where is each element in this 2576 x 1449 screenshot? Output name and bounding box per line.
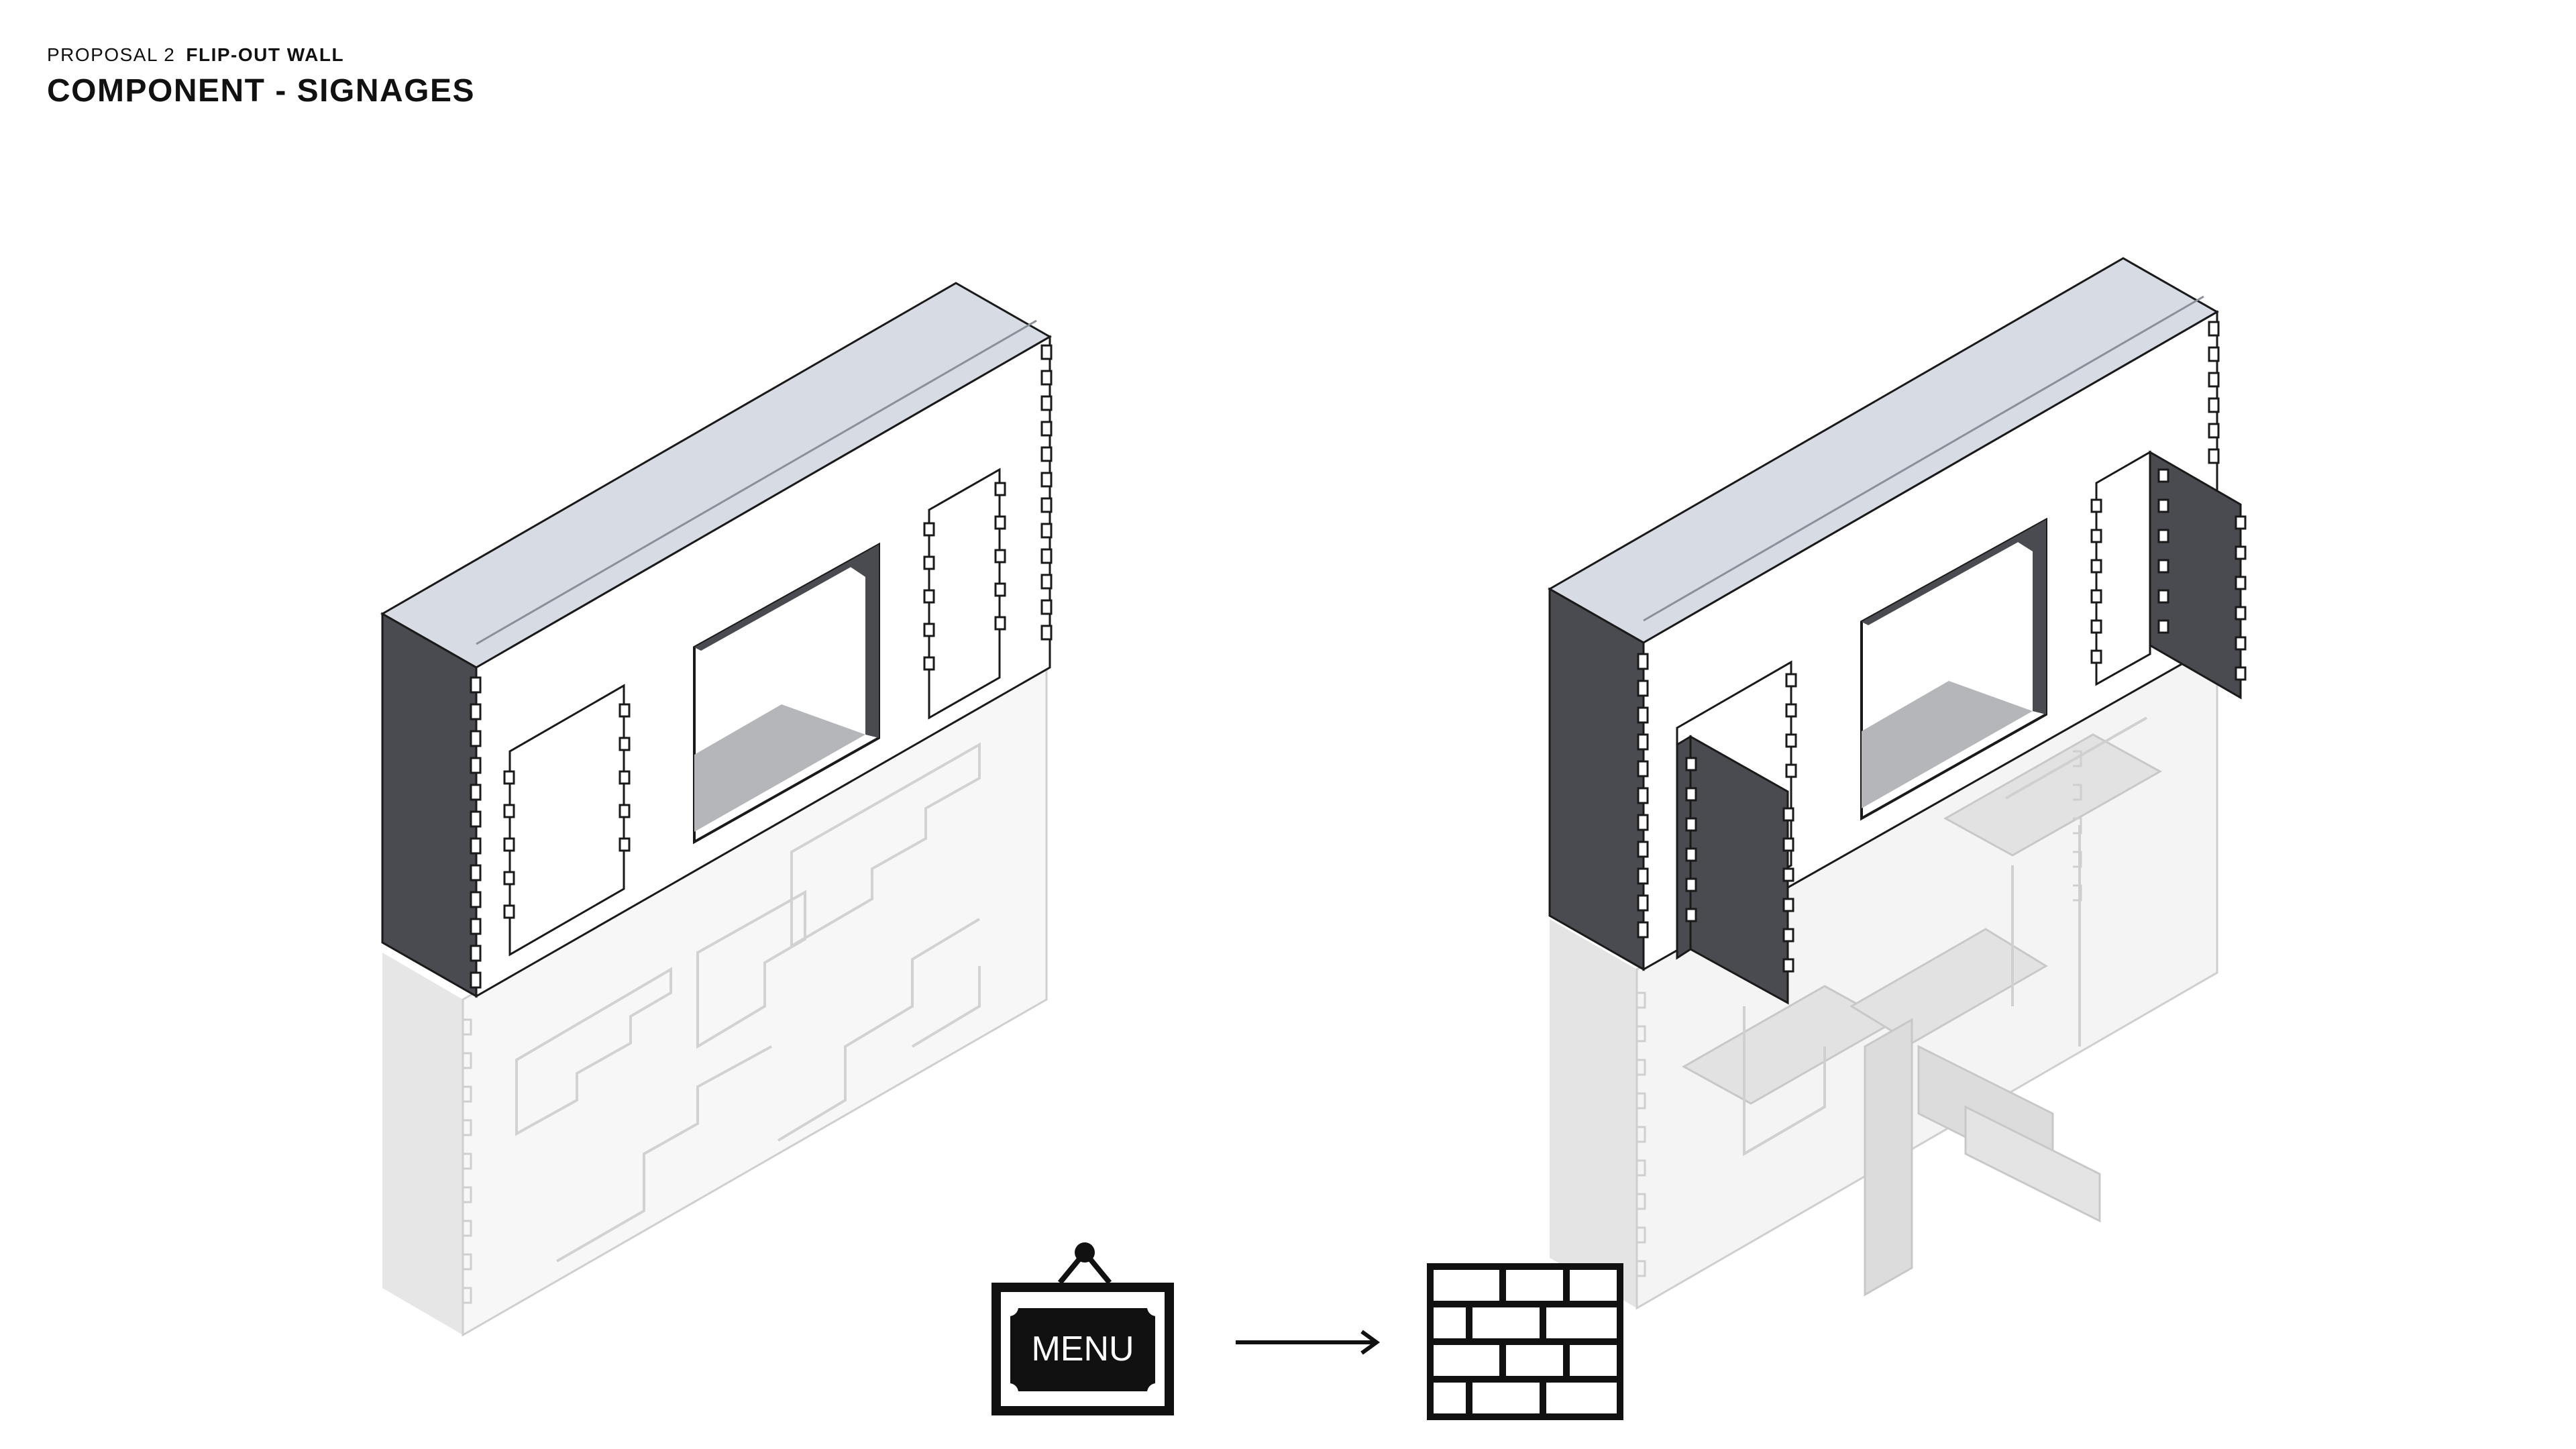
proposal-label: PROPOSAL 2 [47, 44, 176, 65]
page-title: COMPONENT - SIGNAGES [47, 73, 476, 109]
closed-wall-ghost [382, 662, 1048, 1337]
menu-sign-icon: MENU [991, 1242, 1174, 1415]
flipped-wall-side [1548, 587, 1645, 971]
proposal-line: PROPOSAL 2 FLIP-OUT WALL [47, 43, 475, 67]
right-flip-panel [2149, 450, 2242, 700]
flipped-wall-ghost [1550, 632, 2218, 1310]
legend: MENU [991, 1242, 1623, 1420]
brick-wall-icon [1427, 1263, 1623, 1420]
flipped-out-wall-axonometric [1547, 257, 2247, 1310]
header-block: PROPOSAL 2 FLIP-OUT WALL COMPONENT - SIGN… [47, 43, 475, 111]
arrow-right-icon [1236, 1330, 1381, 1355]
closed-wall-side [381, 612, 478, 998]
menu-sign-text: MENU [1031, 1330, 1134, 1368]
proposal-name: FLIP-OUT WALL [186, 44, 345, 65]
closed-wall-axonometric [380, 282, 1053, 1337]
